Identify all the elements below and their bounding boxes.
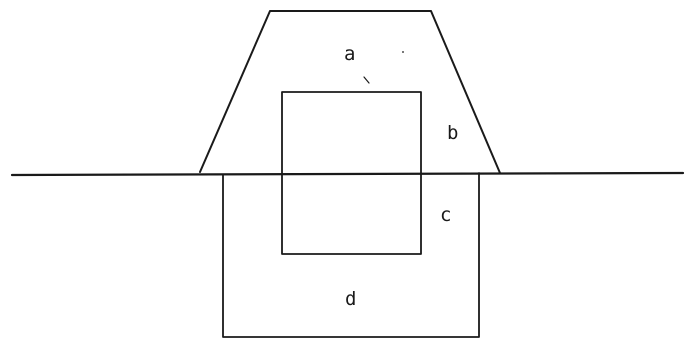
label-a: a xyxy=(344,43,355,65)
label-c: c xyxy=(440,204,451,226)
trapezoid-outline xyxy=(199,10,501,174)
label-b: b xyxy=(447,122,458,144)
tick-mark xyxy=(363,76,370,84)
inner-square xyxy=(281,91,422,255)
ground-line xyxy=(10,171,685,177)
lower-rectangle-outline xyxy=(222,172,480,338)
speck-mark xyxy=(402,51,404,53)
label-d: d xyxy=(345,288,356,310)
